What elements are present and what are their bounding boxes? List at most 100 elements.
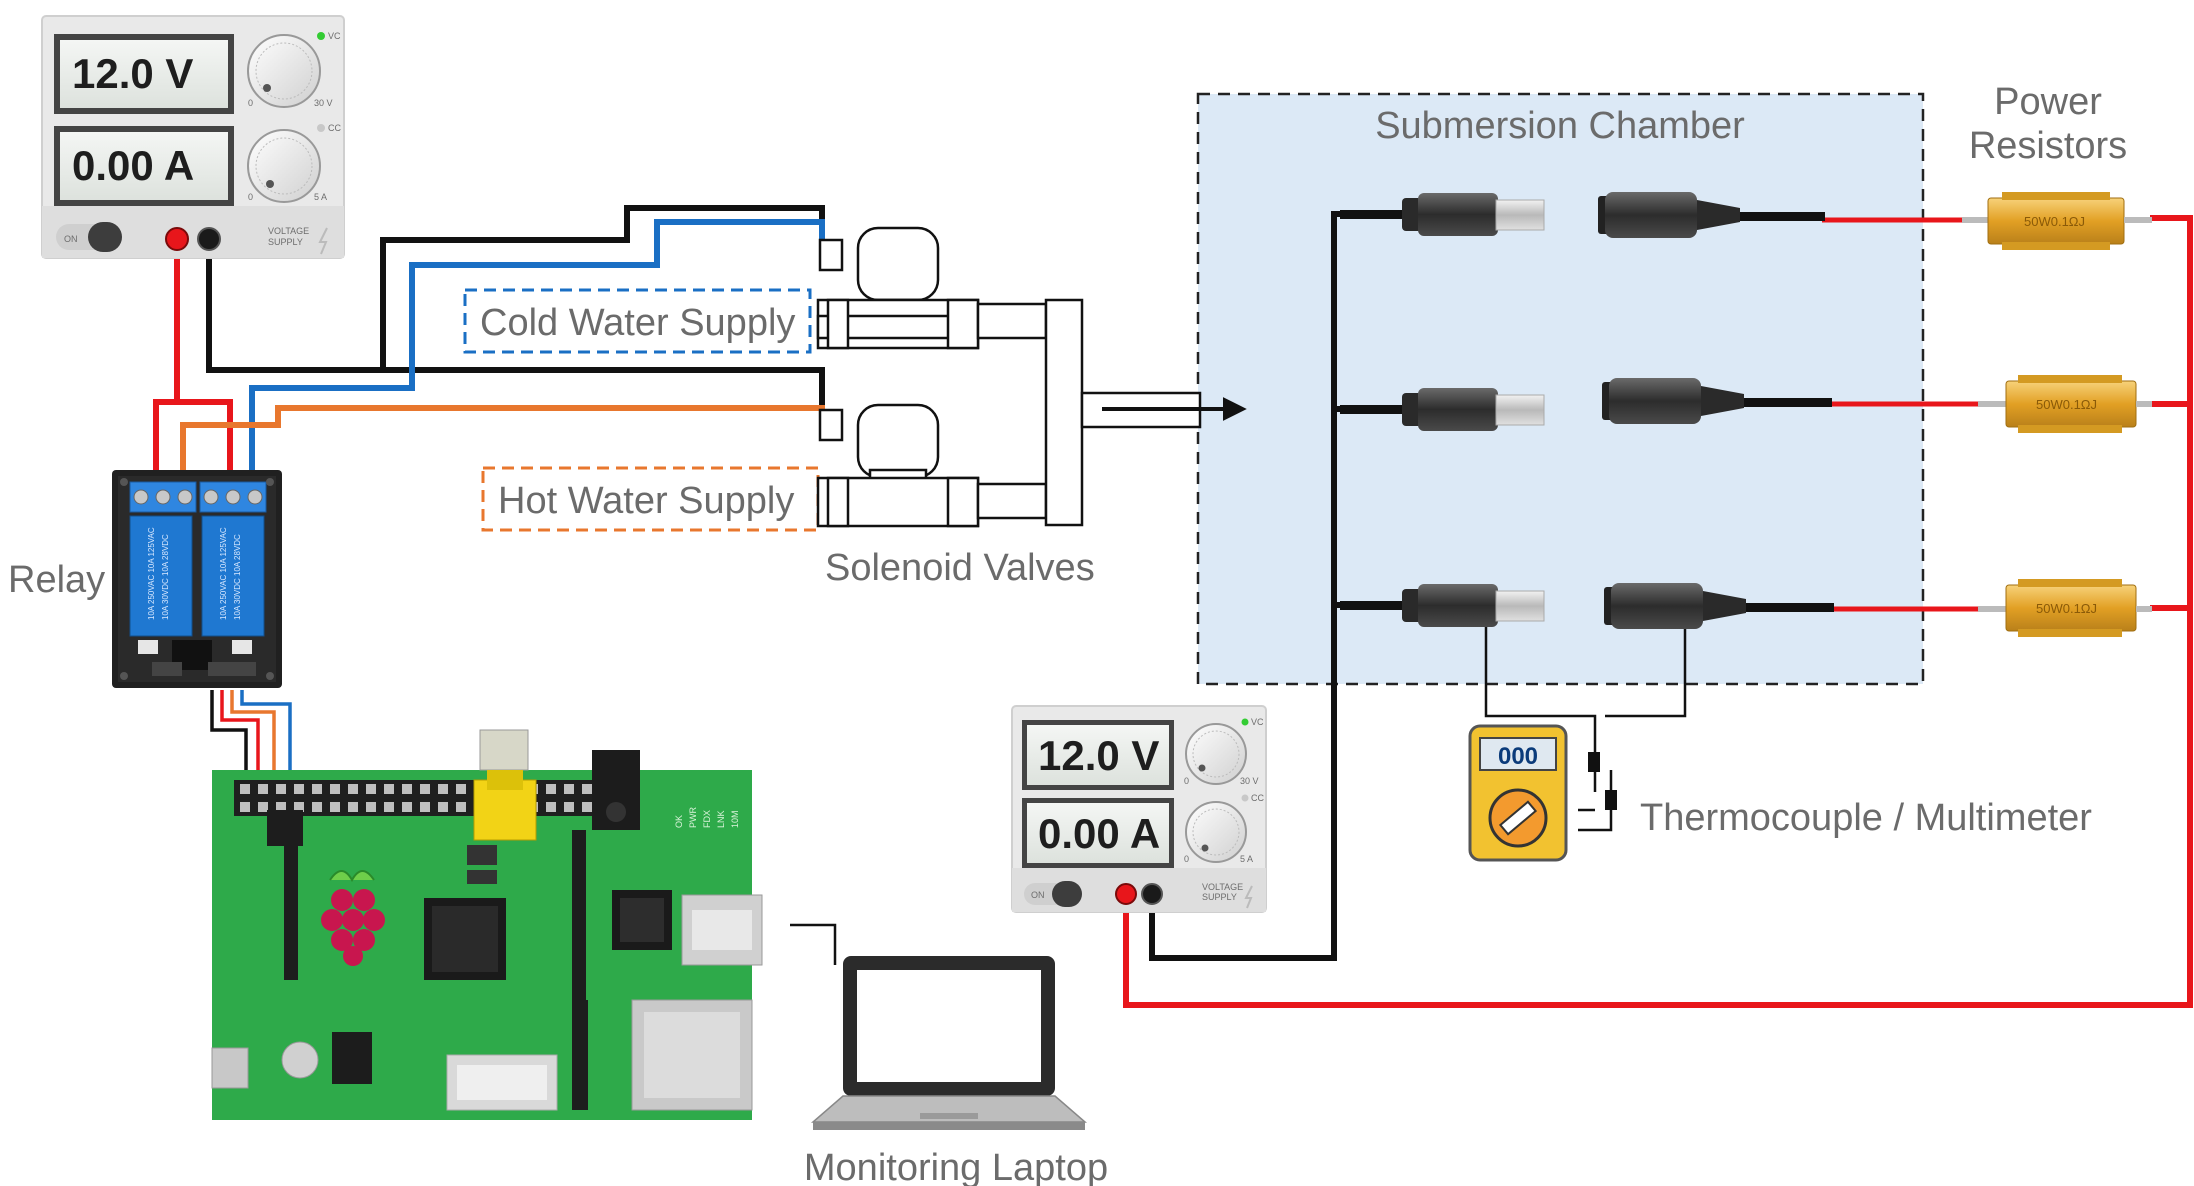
solenoid-valve-hot xyxy=(816,403,980,528)
wire-thermocouple-lead1 xyxy=(1484,612,1597,752)
svg-text:12.0 V: 12.0 V xyxy=(1038,732,1159,779)
svg-text:0: 0 xyxy=(248,192,253,202)
relay-label: Relay xyxy=(8,559,105,601)
svg-text:10A 250VAC 10A 125VAC: 10A 250VAC 10A 125VAC xyxy=(147,527,156,620)
solenoid-valves-label: Solenoid Valves xyxy=(825,547,1095,589)
svg-text:ON: ON xyxy=(1031,890,1045,900)
power-resistors: 50W0.1ΩJ 50W0.1ΩJ 50W0.1ΩJ xyxy=(1962,192,2152,637)
svg-text:Cold Water Supply: Cold Water Supply xyxy=(480,302,795,344)
manifold xyxy=(1044,298,1084,527)
on-switch[interactable]: ON xyxy=(56,222,122,252)
svg-text:12.0 V: 12.0 V xyxy=(72,50,193,97)
svg-text:VC: VC xyxy=(328,31,341,41)
display-connector xyxy=(284,830,298,980)
wire-black-psu-to-chamber xyxy=(1149,211,1345,961)
svg-text:LNK: LNK xyxy=(716,810,726,828)
thermocouple-multimeter-label: Thermocouple / Multimeter xyxy=(1640,797,2092,839)
female-connector-2 xyxy=(1602,378,1832,424)
rca-jack xyxy=(479,729,529,771)
lightning-icon xyxy=(318,227,328,255)
pipe-hot xyxy=(976,482,1048,520)
svg-text:VOLTAGE: VOLTAGE xyxy=(1202,882,1243,892)
svg-text:VC: VC xyxy=(1251,717,1264,727)
svg-text:10A 250VAC 10A 125VAC: 10A 250VAC 10A 125VAC xyxy=(219,527,228,620)
laptop-screen xyxy=(857,970,1041,1082)
solenoid-valves xyxy=(816,226,1202,528)
wire-relay-to-pi-black xyxy=(210,690,248,778)
svg-text:30 V: 30 V xyxy=(1240,776,1259,786)
female-connector-1 xyxy=(1598,192,1825,238)
submersion-chamber-label: Submersion Chamber xyxy=(1375,105,1745,147)
svg-text:0: 0 xyxy=(248,98,253,108)
svg-text:50W0.1ΩJ: 50W0.1ΩJ xyxy=(2036,601,2097,616)
dc-connectors xyxy=(1340,192,1834,629)
power-resistor-3: 50W0.1ΩJ xyxy=(1978,579,2152,637)
wire-blue-relay-to-cold-valve xyxy=(249,219,825,480)
status-leds: OK PWR FDX LNK 10M xyxy=(674,807,740,828)
multimeter-display: 000 xyxy=(1498,743,1538,770)
svg-text:10A 30VDC 10A 28VDC: 10A 30VDC 10A 28VDC xyxy=(161,534,170,620)
svg-text:10A 30VDC 10A 28VDC: 10A 30VDC 10A 28VDC xyxy=(233,534,242,620)
cold-water-supply-box: Cold Water Supply xyxy=(463,288,812,354)
svg-text:CC: CC xyxy=(1251,793,1264,803)
raspberry-pi-board: OK PWR FDX LNK 10M xyxy=(211,729,763,1120)
multimeter: 000 xyxy=(1468,724,1617,862)
monitoring-laptop-label: Monitoring Laptop xyxy=(804,1147,1108,1186)
male-connector-1 xyxy=(1340,193,1545,236)
svg-text:Hot Water Supply: Hot Water Supply xyxy=(498,480,794,522)
monitoring-laptop: Monitoring Laptop xyxy=(804,956,1108,1186)
positive-terminal[interactable] xyxy=(1115,883,1137,905)
svg-text:10M: 10M xyxy=(730,810,740,828)
lightning-icon xyxy=(1244,885,1253,909)
power-resistors-label-line1: Power xyxy=(1994,81,2102,123)
power-supply-bottom: 12.0 V 0.00 A 0 30 V VC 0 5 A CC ON xyxy=(1011,705,1267,913)
micro-usb-port xyxy=(211,1047,249,1089)
svg-text:FDX: FDX xyxy=(702,810,712,828)
svg-text:SUPPLY: SUPPLY xyxy=(1202,892,1237,902)
voltage-knob[interactable] xyxy=(247,34,321,108)
voltage-display: 12.0 V xyxy=(1022,720,1174,790)
svg-text:0.00 A: 0.00 A xyxy=(72,142,194,189)
wire-relay-to-pi-orange xyxy=(230,690,276,778)
vc-indicator-led xyxy=(1241,718,1249,726)
svg-text:0: 0 xyxy=(1184,776,1189,786)
voltage-display: 12.0 V xyxy=(54,34,234,114)
female-connector-3 xyxy=(1604,583,1834,629)
svg-text:PWR: PWR xyxy=(688,807,698,828)
wire-red-return-loop xyxy=(1123,215,2193,1008)
voltage-knob[interactable] xyxy=(1185,723,1247,785)
male-connector-3 xyxy=(1340,584,1545,627)
current-display: 0.00 A xyxy=(1022,798,1174,868)
negative-terminal[interactable] xyxy=(1141,883,1163,905)
svg-text:50W0.1ΩJ: 50W0.1ΩJ xyxy=(2024,214,2085,229)
wire-relay-to-pi-red xyxy=(220,690,260,778)
power-resistor-2: 50W0.1ΩJ xyxy=(1978,375,2152,433)
negative-terminal[interactable] xyxy=(197,227,221,251)
current-knob[interactable] xyxy=(1185,801,1247,863)
male-connector-2 xyxy=(1340,388,1545,431)
svg-text:OK: OK xyxy=(674,815,684,828)
on-switch[interactable]: ON xyxy=(1024,881,1082,907)
relay-module: 10A 250VAC 10A 125VAC 10A 30VDC 10A 28VD… xyxy=(112,470,282,688)
cc-indicator-led xyxy=(1241,794,1249,802)
pipe-cold xyxy=(976,302,1048,340)
wire-relay-to-pi-blue xyxy=(240,690,292,778)
power-resistors-label-line2: Resistors xyxy=(1969,125,2127,167)
svg-text:SUPPLY: SUPPLY xyxy=(268,237,303,247)
power-supply-top: 12.0 V 0.00 A 0 30 V VC 0 5 A CC ON xyxy=(41,15,345,259)
wire-thermocouple-lead2 xyxy=(1605,612,1687,718)
positive-terminal[interactable] xyxy=(165,227,189,251)
vc-indicator-led xyxy=(317,32,325,40)
svg-text:0.00 A: 0.00 A xyxy=(1038,810,1160,857)
submersion-chamber: Submersion Chamber xyxy=(1196,92,1925,686)
current-knob[interactable] xyxy=(247,129,321,203)
wiring xyxy=(153,205,2193,1008)
svg-text:5 A: 5 A xyxy=(314,192,327,202)
svg-text:0: 0 xyxy=(1184,854,1189,864)
svg-text:5 A: 5 A xyxy=(1240,854,1253,864)
svg-text:ON: ON xyxy=(64,234,78,244)
svg-text:50W0.1ΩJ: 50W0.1ΩJ xyxy=(2036,397,2097,412)
current-display: 0.00 A xyxy=(54,126,234,206)
capacitor xyxy=(281,1041,319,1079)
